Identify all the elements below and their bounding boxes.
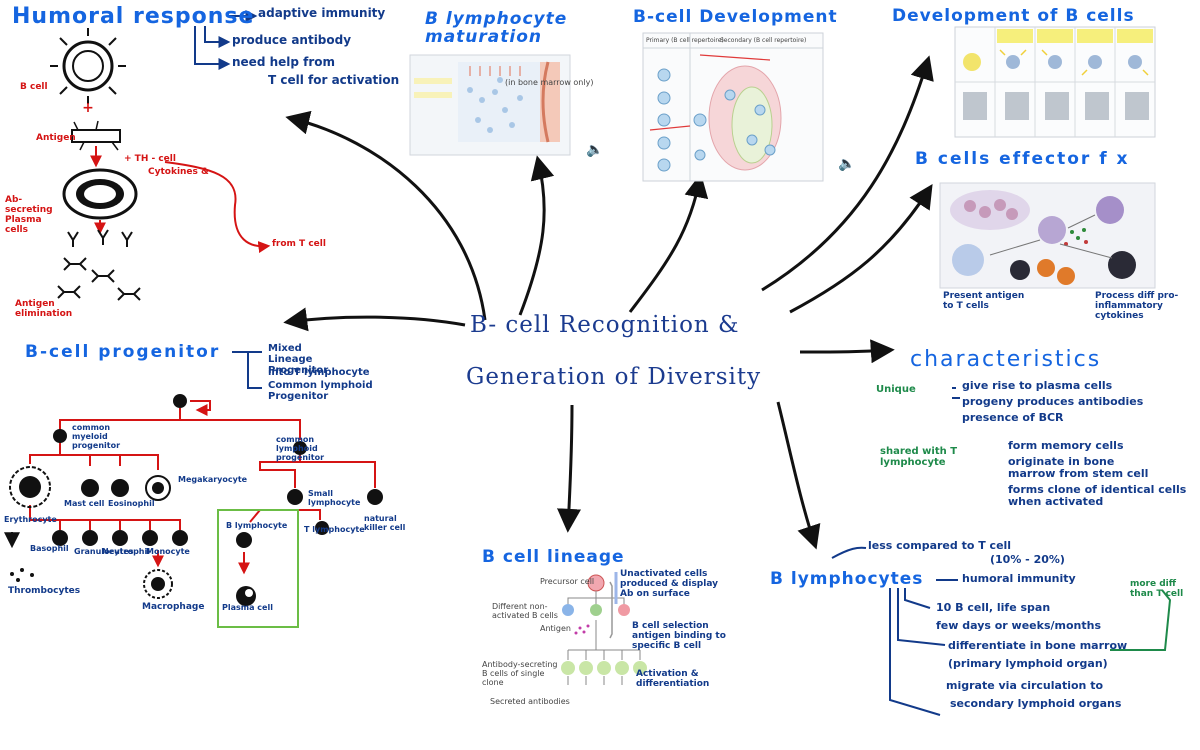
- lineage-antigen: Antigen: [540, 624, 571, 633]
- characteristics-shared-label: shared with T lymphocyte: [880, 446, 958, 468]
- lineage-note-3: Activation & differentiation: [636, 669, 710, 689]
- maturation-title-line1: B lymphocyte: [425, 9, 568, 29]
- tree-plasma-cell: Plasma cell: [222, 603, 273, 612]
- tree-eosinophil: Eosinophil: [108, 499, 155, 508]
- lineage-note-2: B cell selection antigen binding to spec…: [632, 621, 726, 651]
- development-col1: Primary (B cell repertoire): [646, 37, 724, 44]
- humoral-title: Humoral response: [12, 4, 255, 29]
- lymphocytes-secondary: secondary lymphoid organs: [950, 697, 1122, 710]
- tree-nk-cell: natural killer cell: [364, 514, 406, 532]
- speaker-icon-1[interactable]: 🔈: [586, 142, 604, 158]
- arrow-to-effector: [789, 183, 933, 314]
- arrow-to-development: [628, 173, 709, 313]
- tree-thrombocytes: Thrombocytes: [8, 586, 81, 596]
- tree-b-lymphocyte: B lymphocyte: [226, 521, 288, 530]
- shared-point-3: forms clone of identical cells when acti…: [1008, 483, 1187, 509]
- tree-small-lymphocyte: Small lymphocyte: [308, 489, 361, 507]
- shared-point-1: form memory cells: [1008, 439, 1124, 452]
- maturation-title-line2: maturation: [425, 27, 543, 47]
- development-figure: [642, 32, 824, 182]
- tree-megakaryocyte: Megakaryocyte: [178, 475, 248, 484]
- tree-mast: Mast cell: [64, 499, 105, 508]
- dev-stages-figure: [954, 26, 1156, 138]
- label-antigen: Antigen: [36, 133, 76, 143]
- speaker-icon-2[interactable]: 🔈: [838, 156, 856, 172]
- humoral-point-3: need help from: [232, 55, 336, 69]
- progenitor-note-1: Mixed Lineage Progenitor: [268, 343, 329, 376]
- lineage-precursor: Precursor cell: [540, 577, 595, 586]
- lineage-different: Different non-activated B cells: [492, 602, 558, 620]
- characteristics-unique-label: Unique: [876, 384, 916, 395]
- unique-point-1: give rise to plasma cells: [962, 379, 1113, 392]
- tree-t-lymphocyte: T lymphocyte: [304, 525, 365, 534]
- humoral-illustration: +: [50, 28, 271, 301]
- shared-point-2: originate in bone marrow from stem cell: [1008, 455, 1149, 481]
- tree-erythrocyte: Erythrocyte: [4, 515, 57, 524]
- effector-title: B cells effector f x: [915, 149, 1130, 169]
- label-plasma-cells: Ab-secreting Plasma cells: [5, 195, 53, 235]
- center-title-line1: B- cell Recognition &: [470, 312, 740, 338]
- lymphocytes-green-note: more diff than T cell: [1130, 579, 1184, 599]
- arrow-to-lymphocytes: [776, 401, 821, 550]
- lymphocytes-lifespan: few days or weeks/months: [936, 619, 1102, 632]
- progenitor-note-2: into T lymphocyte: [268, 367, 370, 378]
- unique-point-3: presence of BCR: [962, 411, 1064, 424]
- hematopoiesis-tree: [4, 394, 383, 628]
- tree-granulocytes: Granulocytes: [74, 547, 134, 556]
- label-from-t-cell: from T cell: [272, 239, 326, 249]
- lineage-figure: [561, 572, 647, 685]
- effector-figure: [939, 182, 1156, 289]
- tree-monocyte: Monocyte: [146, 547, 190, 556]
- arrow-to-humoral: [285, 110, 487, 321]
- lymphocytes-migrate: migrate via circulation to: [946, 679, 1104, 692]
- arrow-to-lineage: [557, 404, 581, 533]
- tree-basophil: Basophil: [30, 544, 69, 553]
- lineage-note-1: Unactivated cells produced & display Ab …: [620, 569, 718, 599]
- progenitor-note-3: Common lymphoid Progenitor: [268, 380, 373, 402]
- humoral-point-1: adaptive immunity: [258, 6, 386, 20]
- tree-myeloid: common myeloid progenitor: [72, 423, 121, 450]
- progenitor-title: B-cell progenitor: [25, 342, 221, 362]
- lineage-secreting: Antibody-secreting B cells of single clo…: [482, 660, 558, 687]
- maturation-figure: [409, 54, 571, 156]
- unique-point-2: progeny produces antibodies: [962, 395, 1144, 408]
- main-arrows: [283, 55, 934, 550]
- dev-stages-title: Development of B cells: [892, 6, 1135, 26]
- characteristics-title: characteristics: [910, 347, 1102, 372]
- development-title: B-cell Development: [633, 7, 838, 27]
- lymphocytes-title: B lymphocytes: [770, 569, 924, 589]
- label-cytokines: Cytokines &: [148, 167, 209, 177]
- tree-neutrophil: Neutrophil: [102, 547, 150, 556]
- svg-text:+: +: [82, 100, 94, 116]
- lymphocytes-count-pct: (10% - 20%): [990, 553, 1065, 566]
- lineage-title: B cell lineage: [482, 547, 625, 567]
- label-bcell: B cell: [20, 82, 48, 92]
- arrow-to-progenitor: [283, 307, 466, 332]
- arrow-to-dev-stages: [761, 55, 934, 292]
- label-antigen-elimination: Antigen elimination: [15, 299, 73, 319]
- lineage-secreted: Secreted antibodies: [490, 697, 570, 706]
- effector-present: Present antigen to T cells: [943, 291, 1025, 311]
- humoral-point-2: produce antibody: [232, 33, 352, 47]
- development-col2: Secondary (B cell repertoire): [720, 37, 807, 44]
- lymphocytes-diff: differentiate in bone marrow: [948, 639, 1128, 652]
- maturation-caption: (in bone marrow only): [505, 78, 594, 87]
- tree-macrophage: Macrophage: [142, 602, 205, 612]
- tree-lymphoid: common lymphoid progenitor: [276, 435, 325, 462]
- lymphocytes-organ: (primary lymphoid organ): [948, 657, 1108, 670]
- lymphocytes-humoral: humoral immunity: [962, 572, 1076, 585]
- humoral-point-4: T cell for activation: [268, 73, 400, 87]
- lymphocytes-count-note: less compared to T cell: [868, 539, 1012, 552]
- arrow-to-maturation: [518, 155, 555, 316]
- label-th-cell: + TH - cell: [124, 154, 176, 164]
- arrow-to-characteristics: [799, 339, 895, 364]
- effector-process: Process diff pro-inflammatory cytokines: [1095, 291, 1179, 321]
- lymphocytes-cell-count: 10 B cell, life span: [936, 601, 1051, 614]
- center-title-line2: Generation of Diversity: [466, 364, 762, 390]
